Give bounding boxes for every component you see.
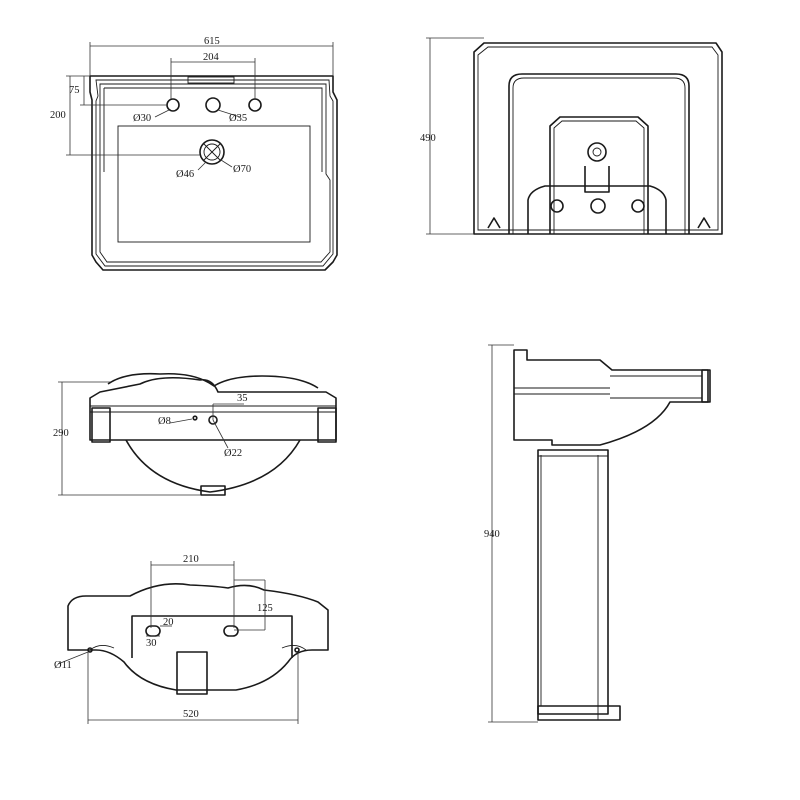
front-view: 490	[420, 37, 723, 235]
section-height-dim: 290	[53, 428, 69, 439]
front-pedestal-top	[527, 185, 667, 234]
side-pedestal	[537, 449, 609, 715]
bottom-slot-height-dim: 30	[146, 638, 157, 649]
side-view: 940	[484, 344, 711, 723]
top-hole-small-label: Ø30	[133, 113, 151, 124]
bottom-basin-outline	[67, 583, 329, 691]
front-height-dim: 490	[420, 133, 436, 144]
top-bowl	[117, 125, 311, 243]
top-tap-offset-dim: 75	[69, 85, 80, 96]
side-pedestal-base	[537, 705, 621, 721]
bottom-mount-plate	[131, 615, 293, 658]
top-drain-inner-label: Ø46	[176, 169, 194, 180]
section-overflow-offset-dim: 35	[237, 393, 248, 404]
tap-hole-left	[166, 98, 180, 112]
section-overflow-hole-label: Ø22	[224, 448, 242, 459]
front-basin-outline	[473, 42, 723, 235]
bottom-view: 210 125 20 30 Ø11 520	[54, 554, 329, 724]
bottom-fixing-offset-dim: 125	[257, 603, 273, 614]
tap-hole-center	[205, 97, 221, 113]
drain-outer	[199, 139, 225, 165]
bottom-mount-width-dim: 520	[183, 709, 199, 720]
top-tap-spacing-dim: 204	[203, 52, 220, 63]
section-hole-small-label: Ø8	[158, 416, 171, 427]
bottom-hole-label: Ø11	[54, 660, 72, 671]
section-bowl	[125, 439, 301, 493]
front-bowl-recess	[508, 73, 690, 234]
side-total-height-dim: 940	[484, 529, 500, 540]
top-hole-tap-label: Ø35	[229, 113, 247, 124]
side-basin-outline	[513, 349, 709, 446]
bottom-fixing-spacing-dim: 210	[183, 554, 199, 565]
front-tap-panel	[549, 116, 649, 234]
tap-hole-right	[248, 98, 262, 112]
top-drain-outer-label: Ø70	[233, 164, 251, 175]
section-drain-outlet	[200, 485, 226, 496]
top-width-dim: 615	[204, 36, 220, 47]
bottom-slot-width-dim: 20	[163, 617, 174, 628]
top-basin-outline	[89, 75, 338, 271]
front-drain	[587, 142, 607, 162]
drain-inner	[203, 143, 221, 161]
bottom-pedestal-foot	[176, 651, 208, 695]
top-depth-dim: 200	[50, 110, 66, 121]
top-view: 615 204 75 200 Ø30 Ø35 Ø46 Ø70	[50, 36, 338, 271]
section-view: 290 Ø8 35 Ø22	[53, 372, 337, 496]
